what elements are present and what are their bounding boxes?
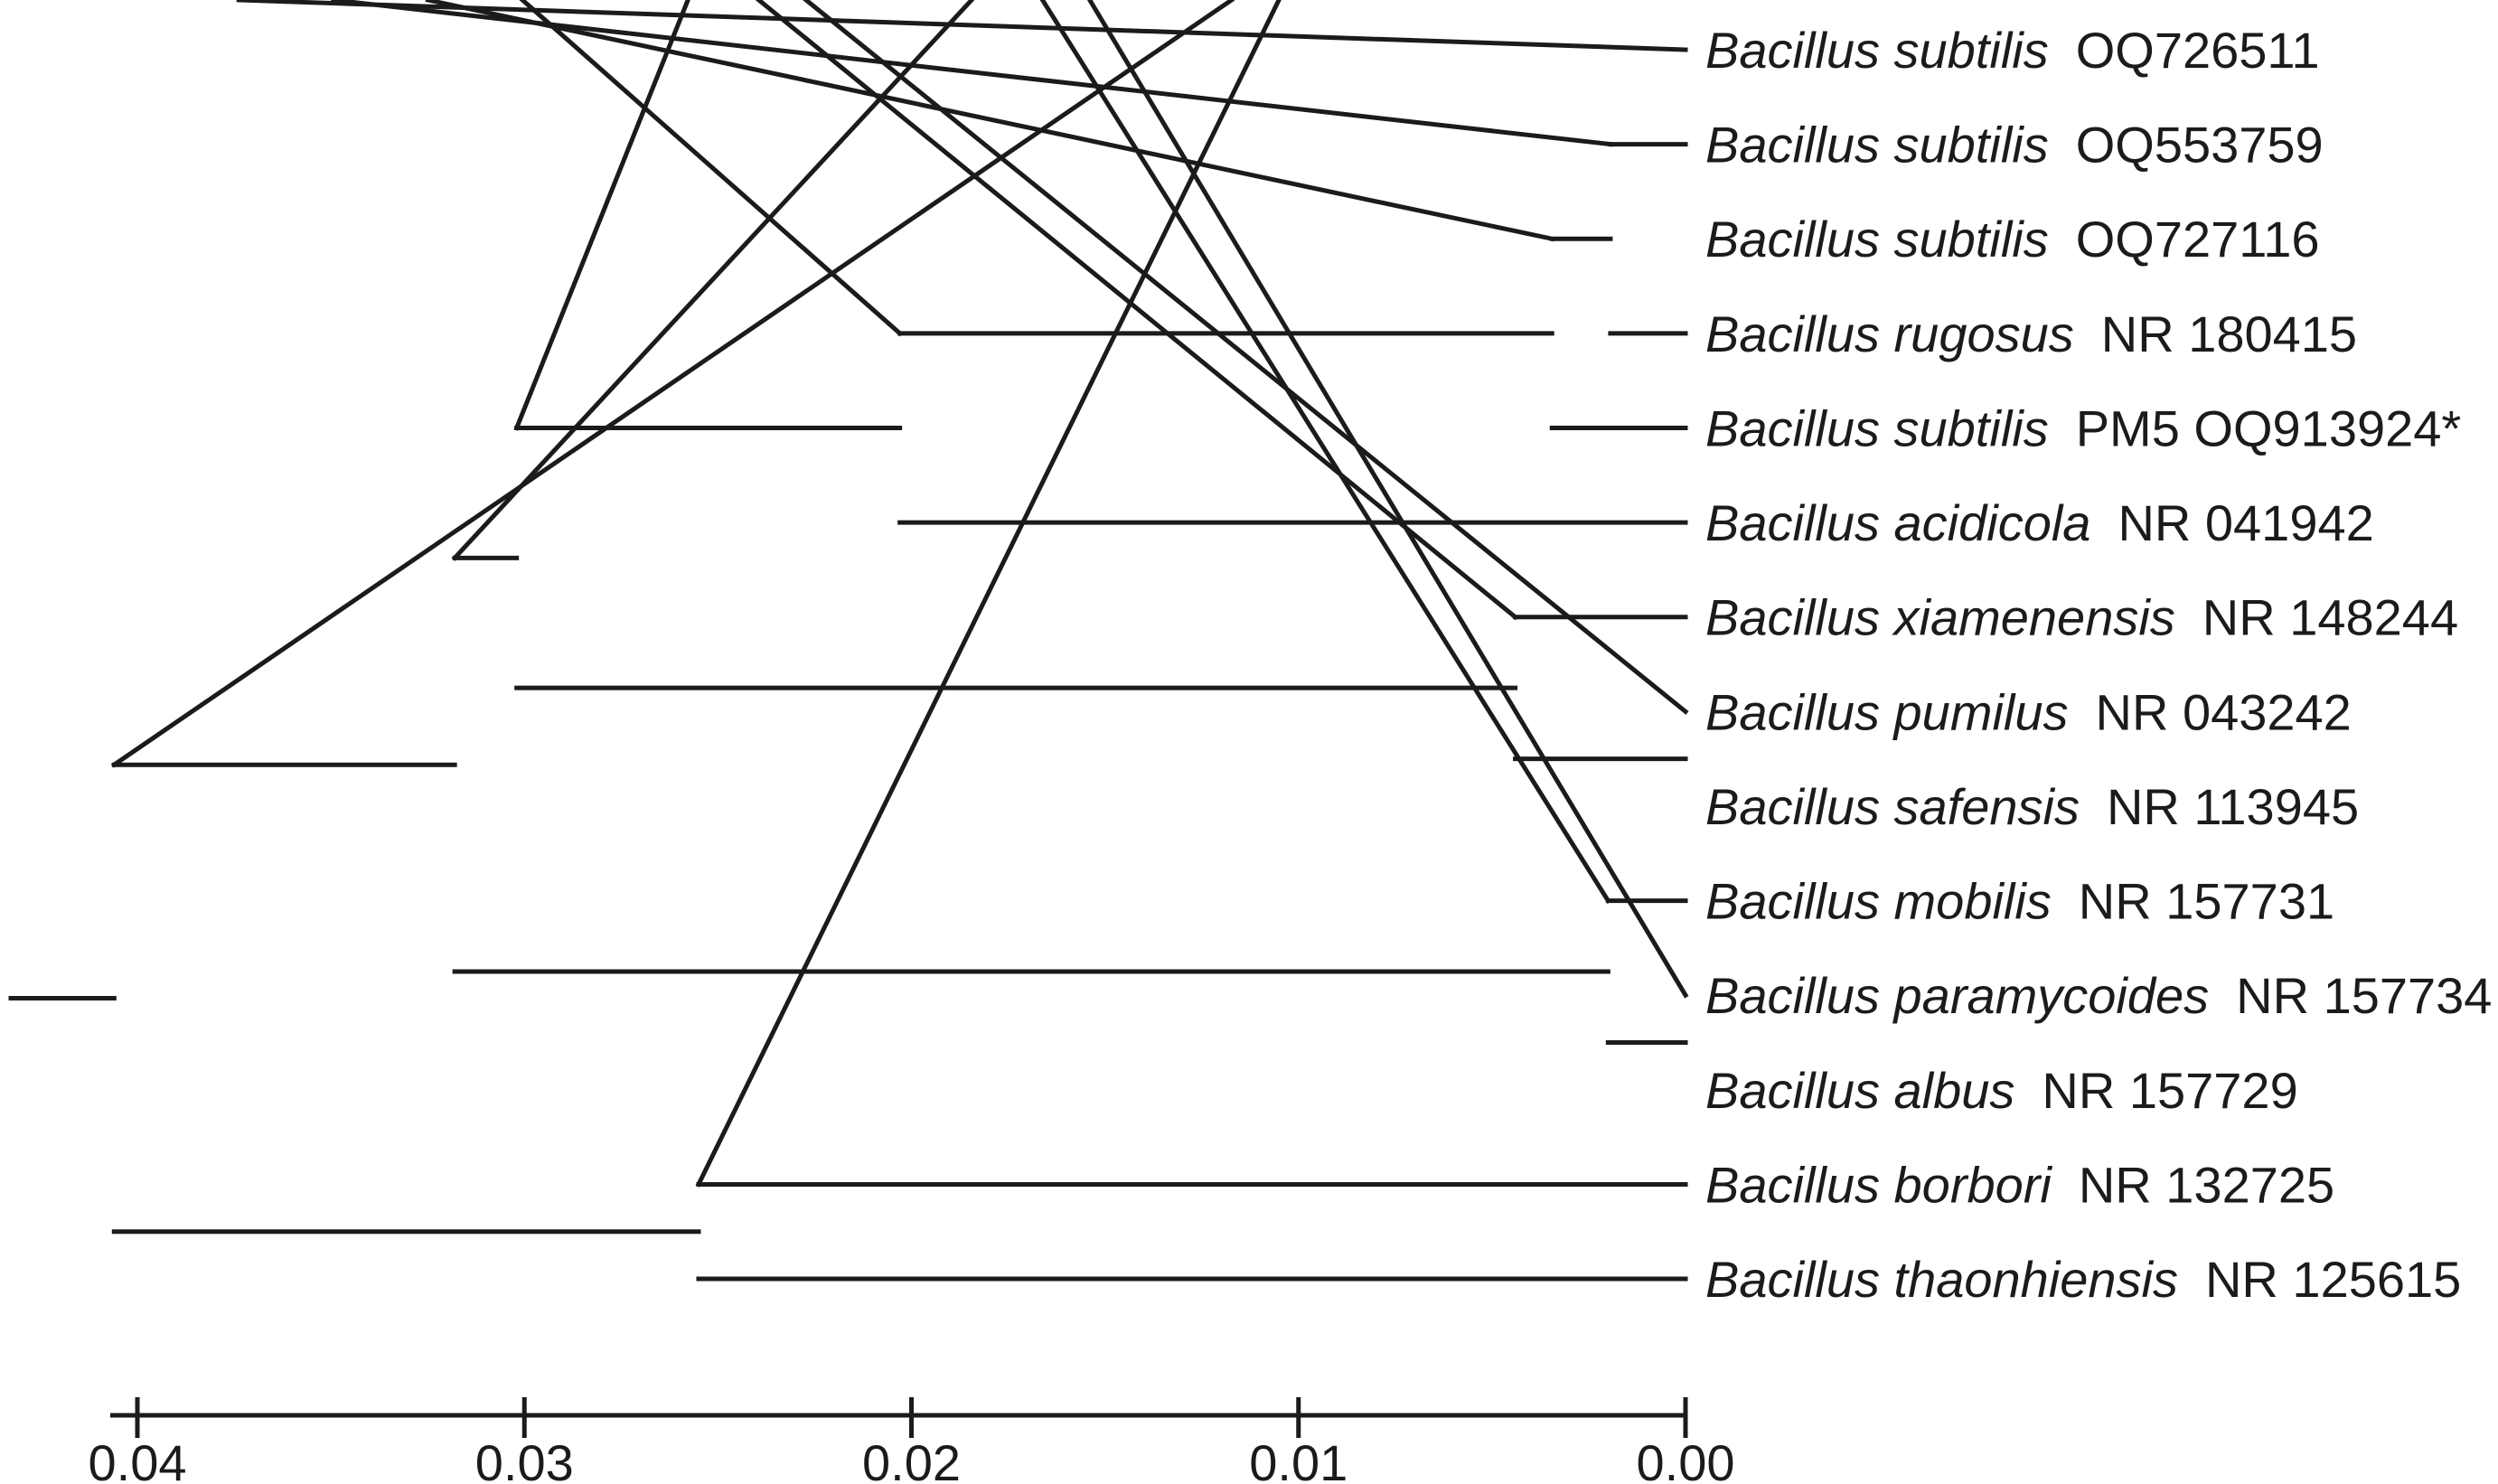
taxon-label: Bacillus albus NR 157729 — [1705, 1062, 2298, 1119]
taxon-label: Bacillus thaonhiensis NR 125615 — [1705, 1251, 2461, 1308]
taxon-accession: NR 041942 — [2118, 494, 2373, 551]
taxon-label: Bacillus acidicola NR 041942 — [1705, 494, 2374, 551]
branch-segment — [110, 0, 1235, 768]
taxon-accession: NR 043242 — [2096, 683, 2352, 740]
taxon-species-name: Bacillus acidicola — [1705, 494, 2090, 551]
branch-segment — [1039, 0, 1611, 905]
taxon-accession: NR 180415 — [2101, 305, 2357, 362]
taxon-species-name: Bacillus pumilus — [1705, 683, 2069, 740]
taxon-accession: NR 132725 — [2079, 1156, 2334, 1213]
axis-tick-label: 0.00 — [1637, 1434, 1735, 1484]
taxon-label: Bacillus safensis NR 113945 — [1705, 778, 2359, 835]
taxon-accession: NR 157731 — [2079, 873, 2334, 930]
branch-segment — [519, 0, 904, 337]
scale-axis: 0.04 0.03 0.02 0.01 0.00 — [89, 1397, 1735, 1484]
taxon-species-name: Bacillus safensis — [1705, 778, 2080, 835]
taxon-label: Bacillus subtilis OQ726511 — [1705, 22, 2320, 79]
taxon-label: Bacillus xiamenensis NR 148244 — [1705, 589, 2458, 646]
taxon-species-name: Bacillus subtilis — [1705, 22, 2049, 79]
branch-segment — [513, 0, 690, 431]
taxon-accession: OQ727116 — [2076, 211, 2320, 268]
taxon-accession: NR 148244 — [2202, 589, 2458, 646]
taxon-accession: NR 113945 — [2107, 778, 2359, 835]
taxon-label: Bacillus subtilis OQ553759 — [1705, 117, 2324, 174]
axis-tick-label: 0.01 — [1249, 1434, 1348, 1484]
taxon-label: Bacillus subtilis PM5 OQ913924* — [1705, 399, 2461, 456]
taxon-label: Bacillus pumilus NR 043242 — [1705, 683, 2352, 740]
branch-segment — [803, 0, 1689, 715]
tree-branches — [8, 0, 1689, 1282]
taxon-species-name: Bacillus thaonhiensis — [1705, 1251, 2178, 1308]
taxon-label: Bacillus subtilis OQ727116 — [1705, 211, 2320, 268]
taxon-species-name: Bacillus subtilis — [1705, 117, 2049, 174]
branch-segment — [695, 0, 1282, 1188]
taxon-label: Bacillus rugosus NR 180415 — [1705, 305, 2357, 362]
branch-segment — [451, 0, 975, 561]
taxon-label: Bacillus borbori NR 132725 — [1705, 1156, 2334, 1213]
taxon-accession: OQ553759 — [2076, 117, 2324, 174]
branch-segment — [236, 0, 1688, 52]
taxon-species-name: Bacillus subtilis — [1705, 399, 2049, 456]
axis-tick-label: 0.03 — [475, 1434, 574, 1484]
branch-segment — [756, 0, 1519, 621]
taxon-label: Bacillus mobilis NR 157731 — [1705, 873, 2334, 930]
taxon-species-name: Bacillus paramycoides — [1705, 967, 2209, 1024]
taxon-species-name: Bacillus subtilis — [1705, 211, 2049, 268]
taxon-accession: NR 157734 — [2236, 967, 2492, 1024]
taxon-species-name: Bacillus mobilis — [1705, 873, 2052, 930]
axis-tick-label: 0.04 — [89, 1434, 187, 1484]
branch-segment — [1086, 0, 1689, 999]
taxon-accession: OQ726511 — [2076, 22, 2320, 79]
taxon-species-name: Bacillus albus — [1705, 1062, 2014, 1119]
taxon-species-name: Bacillus rugosus — [1705, 305, 2074, 362]
axis-tick-label: 0.02 — [862, 1434, 961, 1484]
taxon-accession: NR 157729 — [2042, 1062, 2297, 1119]
taxon-label: Bacillus paramycoides NR 157734 — [1705, 967, 2492, 1024]
taxon-species-name: Bacillus borbori — [1705, 1156, 2052, 1213]
taxon-accession: PM5 OQ913924* — [2076, 399, 2461, 456]
branch-segment — [425, 0, 1555, 242]
taxon-species-name: Bacillus xiamenensis — [1705, 589, 2175, 646]
taxon-accession: NR 125615 — [2205, 1251, 2461, 1308]
